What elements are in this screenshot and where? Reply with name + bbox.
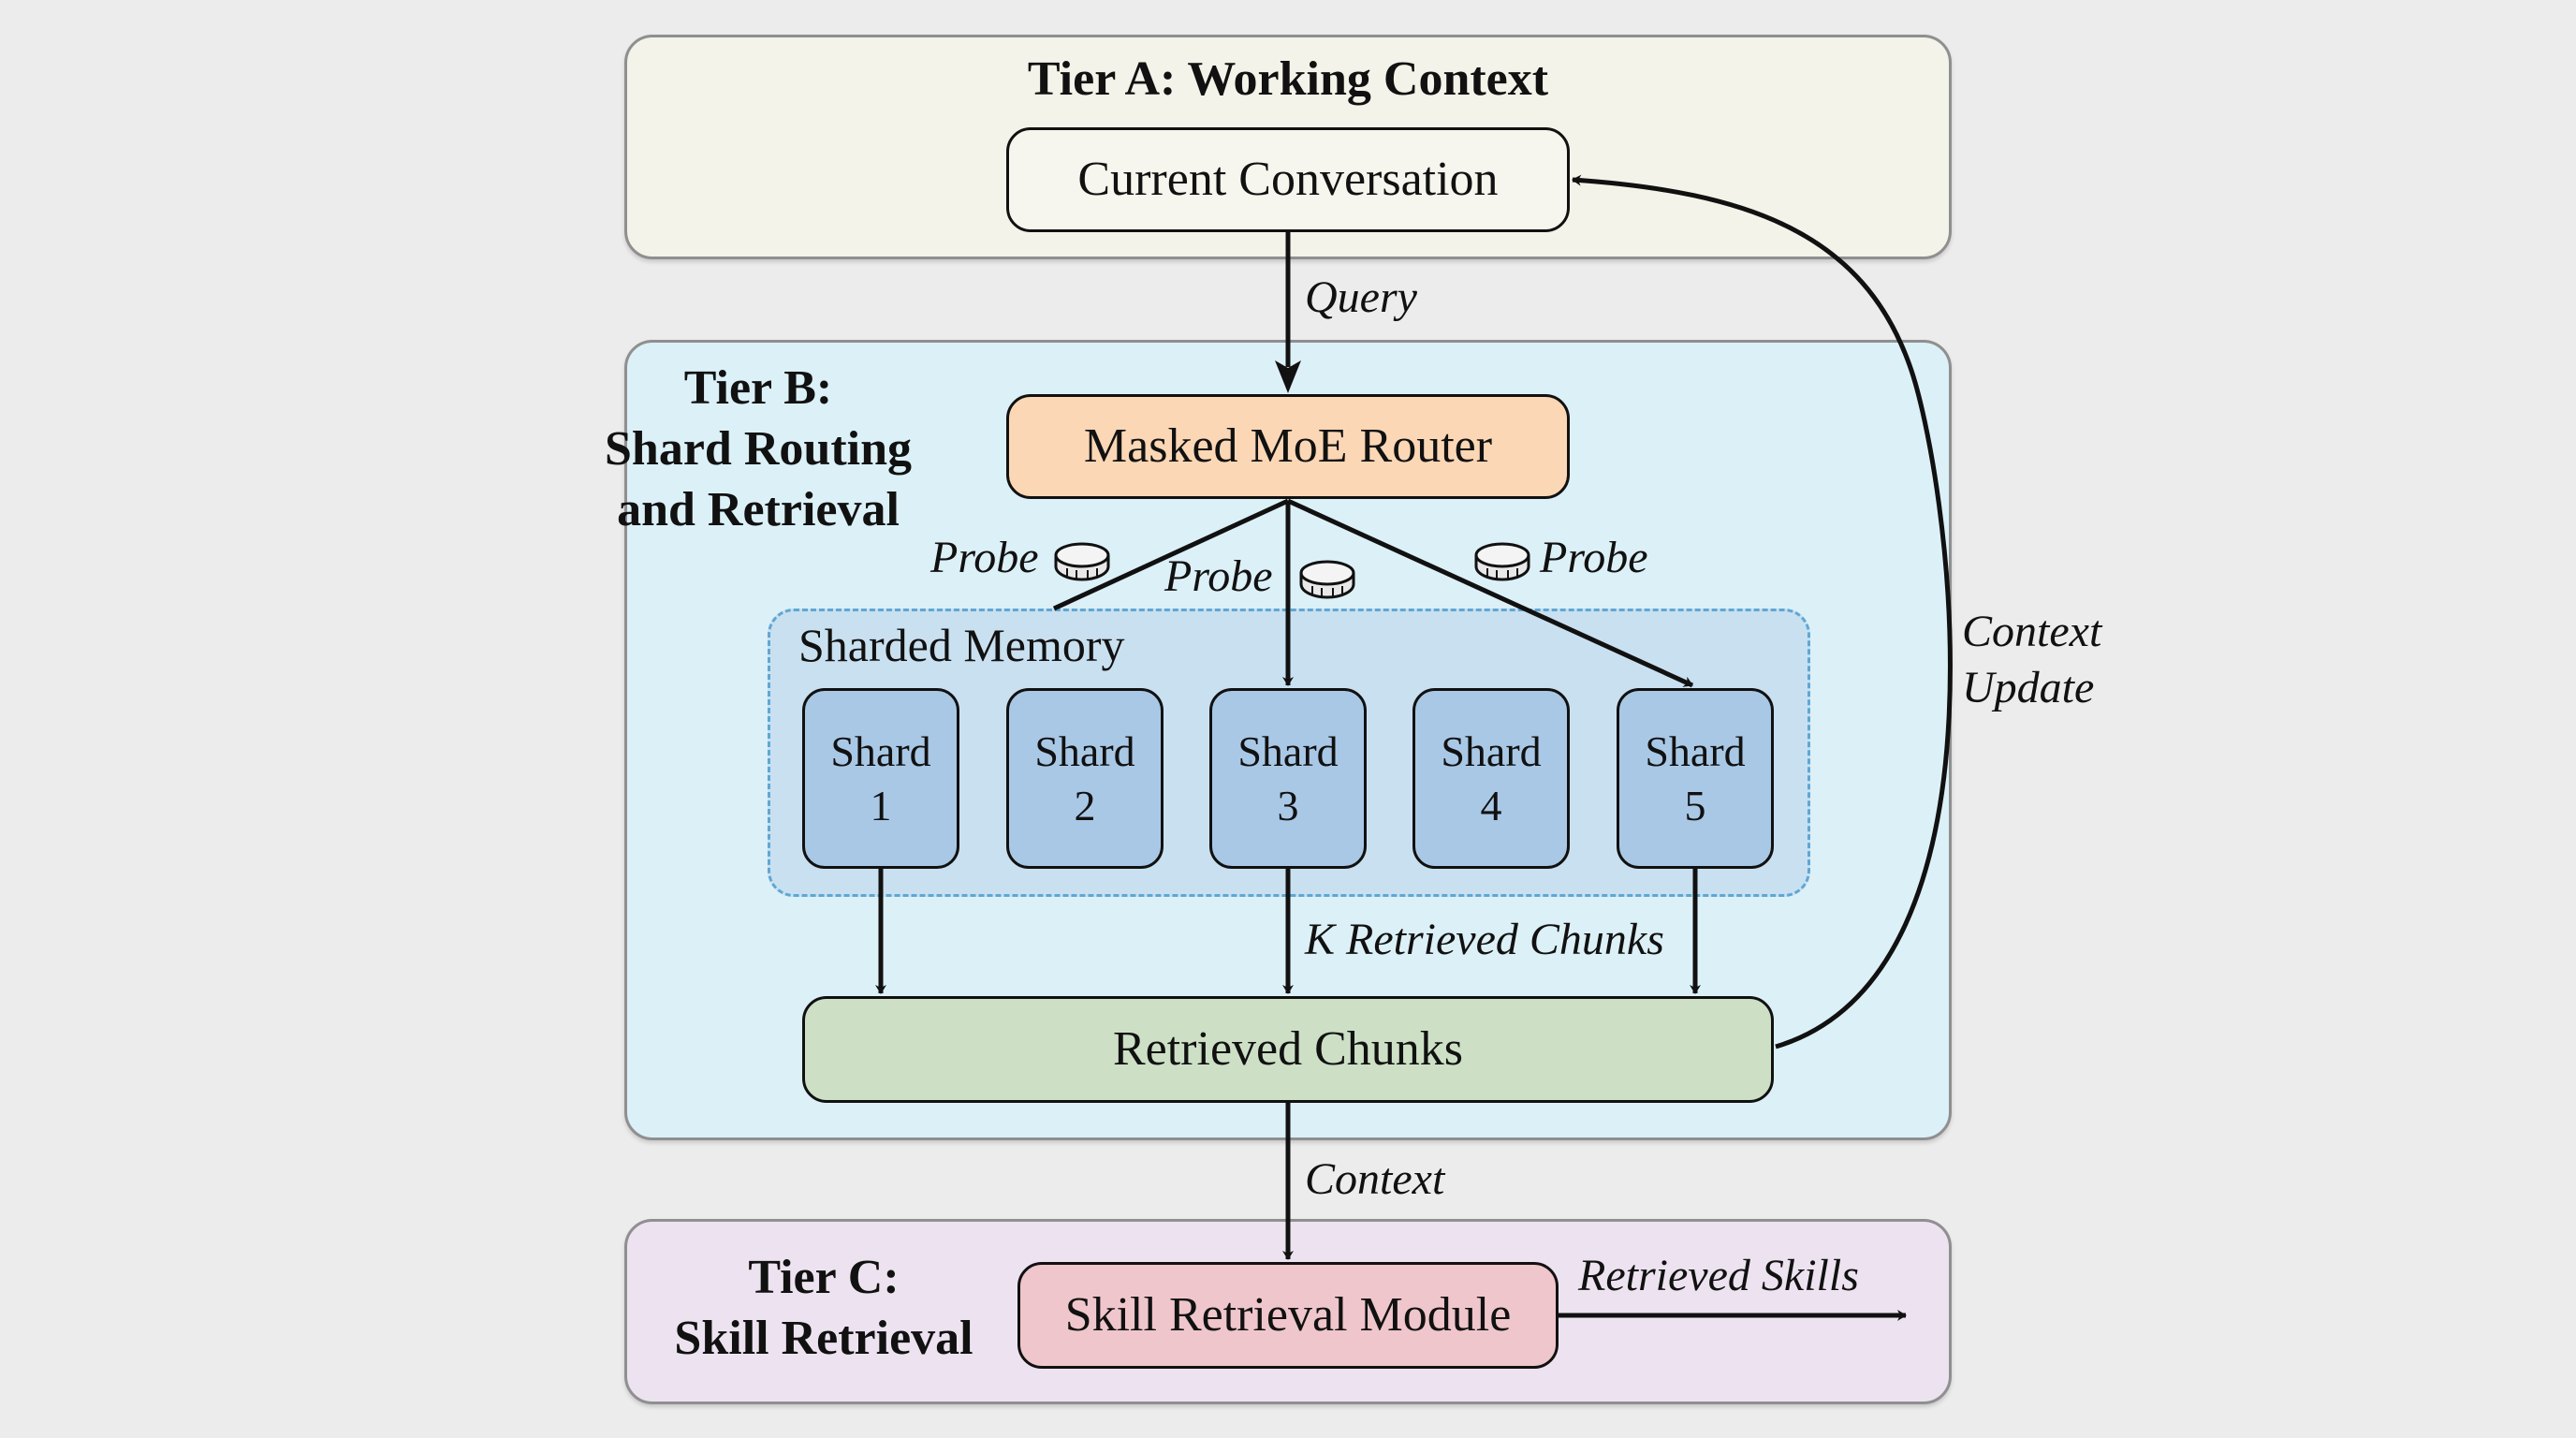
shard-3-label: Shard [1237,727,1339,775]
probe-right-label: Probe [1540,533,1648,582]
skill-retrieval-module-node[interactable]: Skill Retrieval Module [1017,1262,1559,1369]
probe-left-edge [1052,498,1290,611]
tier-b-title-line2: Shard Routing [605,422,912,476]
retrieved-skills-label: Retrieved Skills [1578,1251,1859,1300]
current-conversation-node[interactable]: Current Conversation [1006,127,1570,232]
tier-b-title: Tier B: Shard Routing and Retrieval [580,358,936,540]
shard-4-number: 4 [1480,781,1502,829]
shard-1[interactable]: Shard 1 [802,688,959,869]
shard-5[interactable]: Shard 5 [1617,688,1774,869]
current-conversation-label: Current Conversation [1077,153,1499,207]
probe-right-edge [1286,498,1694,688]
shard-5-number: 5 [1684,781,1706,829]
coin-icon [1299,560,1355,599]
shard-1-number: 1 [870,781,892,829]
coin-icon [1474,542,1530,581]
tier-c-title: Tier C: Skill Retrieval [646,1247,1002,1369]
retrieved-chunks-node[interactable]: Retrieved Chunks [802,996,1774,1103]
retrieved-chunks-label: Retrieved Chunks [1112,1022,1464,1077]
shard-3[interactable]: Shard 3 [1209,688,1367,869]
sharded-memory-label: Sharded Memory [798,619,1125,671]
k-retrieved-chunks-label: K Retrieved Chunks [1305,915,1664,964]
context-update-edge [1572,174,1953,1049]
probe-left-label: Probe [930,533,1039,582]
context-update-label: Context Update [1962,604,2101,716]
context-update-line2: Update [1962,663,2095,712]
shard-4-label: Shard [1441,727,1542,775]
shard-5-label: Shard [1645,727,1746,775]
tier-b-title-line3: and Retrieval [617,483,900,536]
tier-b-title-line1: Tier B: [683,361,833,415]
coin-icon [1054,542,1110,581]
skill-retrieval-module-label: Skill Retrieval Module [1064,1288,1512,1343]
masked-moe-router-label: Masked MoE Router [1083,419,1493,474]
shard-3-number: 3 [1277,781,1299,829]
masked-moe-router-node[interactable]: Masked MoE Router [1006,394,1570,499]
tier-a-title: Tier A: Working Context [1027,52,1549,106]
shard-2-label: Shard [1034,727,1135,775]
shard-2-number: 2 [1074,781,1096,829]
shard-4[interactable]: Shard 4 [1412,688,1570,869]
probe-center-label: Probe [1164,551,1273,601]
tier-c-title-line2: Skill Retrieval [674,1312,973,1365]
shard-1-label: Shard [830,727,931,775]
tier-c-title-line1: Tier C: [748,1251,900,1304]
context-update-line1: Context [1962,607,2102,656]
query-arrowhead [1275,360,1301,393]
query-label: Query [1305,272,1417,322]
context-label: Context [1305,1154,1445,1204]
shard-2[interactable]: Shard 2 [1006,688,1164,869]
